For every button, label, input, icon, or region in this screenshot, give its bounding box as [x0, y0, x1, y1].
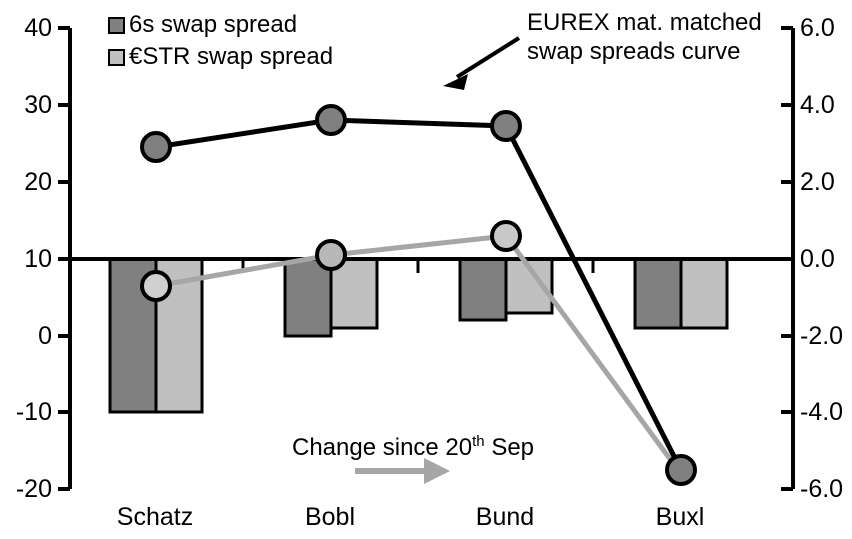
bar-buxl-6s	[633, 257, 683, 330]
x-axis-label-buxl: Buxl	[655, 503, 705, 531]
annotation-arrow-eurex	[443, 36, 521, 90]
legend-swatch-estr	[108, 48, 125, 66]
right-axis-tick-2: 2.0	[800, 168, 835, 196]
right-axis-tick-0: 0.0	[800, 245, 835, 273]
bar-bobl-6s	[283, 257, 333, 338]
bar-bund-6s	[458, 257, 508, 322]
annotation-change-prefix: Change since 20	[292, 434, 473, 461]
left-axis-tick-neg10: -10	[15, 398, 52, 426]
eurex-curve-line	[155, 117, 684, 472]
left-axis-tick-10: 10	[24, 245, 52, 273]
left-axis-tick-0: 0	[38, 322, 52, 350]
annotation-change-since: Change since 20th Sep	[292, 427, 534, 462]
annotation-change-ordinal: th	[472, 433, 485, 450]
left-axis-tick-40: 40	[24, 14, 52, 42]
eurex-marker-buxl	[665, 454, 697, 486]
eurex-marker-schatz	[140, 131, 172, 163]
left-axis-tick-30: 30	[24, 91, 52, 119]
eurex-marker-bund	[490, 110, 522, 142]
left-axis-tick-20: 20	[24, 168, 52, 196]
legend: 6s swap spread €STR swap spread	[108, 11, 333, 75]
estr-marker-bund	[490, 220, 522, 252]
annotation-eurex: EUREX mat. matched swap spreads curve	[527, 8, 762, 66]
legend-item-estr: €STR swap spread	[108, 43, 333, 71]
right-axis-tick-neg6: -6.0	[800, 475, 844, 503]
x-axis-label-bund: Bund	[475, 503, 535, 531]
estr-marker-bobl	[315, 239, 347, 271]
annotation-eurex-line2: swap spreads curve	[527, 38, 741, 65]
right-axis-tick-neg4: -4.0	[800, 398, 844, 426]
estr-spread-line	[155, 233, 684, 476]
legend-item-6s: 6s swap spread	[108, 11, 333, 39]
x-axis-label-bobl: Bobl	[304, 503, 356, 531]
legend-swatch-6s	[108, 16, 125, 34]
annotation-eurex-line1: EUREX mat. matched	[527, 9, 762, 36]
left-axis-tick-neg20: -20	[15, 475, 52, 503]
bar-bund-estr	[504, 257, 554, 315]
annotation-arrow-change	[355, 458, 450, 484]
legend-label-6s: 6s swap spread	[129, 11, 298, 38]
x-axis-label-schatz: Schatz	[116, 503, 194, 531]
right-axis-tick-4: 4.0	[800, 91, 835, 119]
legend-label-estr: €STR swap spread	[129, 43, 334, 70]
eurex-marker-bobl	[315, 104, 347, 136]
right-axis-tick-6: 6.0	[800, 14, 835, 42]
bar-buxl-estr	[679, 257, 729, 330]
estr-marker-schatz	[140, 270, 172, 302]
right-axis-tick-neg2: -2.0	[800, 322, 844, 350]
annotation-change-suffix: Sep	[484, 434, 535, 461]
